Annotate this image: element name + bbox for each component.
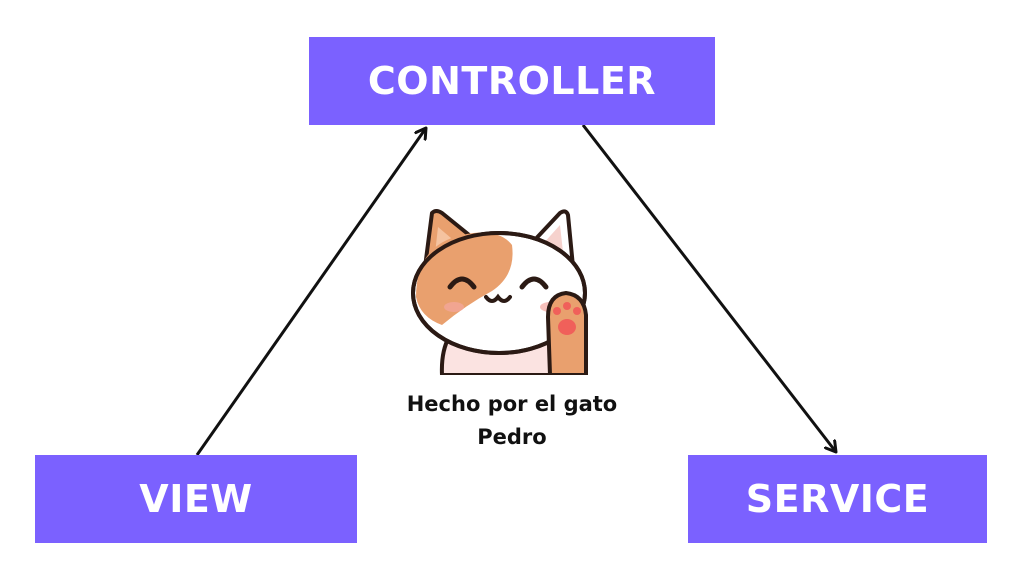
view-node: VIEW bbox=[35, 455, 357, 543]
author-caption: Hecho por el gato Pedro bbox=[362, 388, 662, 454]
controller-node: CONTROLLER bbox=[309, 37, 715, 125]
caption-line-1: Hecho por el gato bbox=[406, 392, 618, 416]
arrow-controller-to-service bbox=[581, 124, 836, 452]
controller-label: CONTROLLER bbox=[367, 59, 657, 103]
service-node: SERVICE bbox=[688, 455, 987, 543]
arrow-view-to-controller bbox=[195, 128, 426, 456]
view-label: VIEW bbox=[139, 477, 253, 521]
caption-line-2: Pedro bbox=[477, 425, 547, 449]
waving-cat-icon bbox=[411, 209, 588, 375]
service-label: SERVICE bbox=[745, 477, 930, 521]
